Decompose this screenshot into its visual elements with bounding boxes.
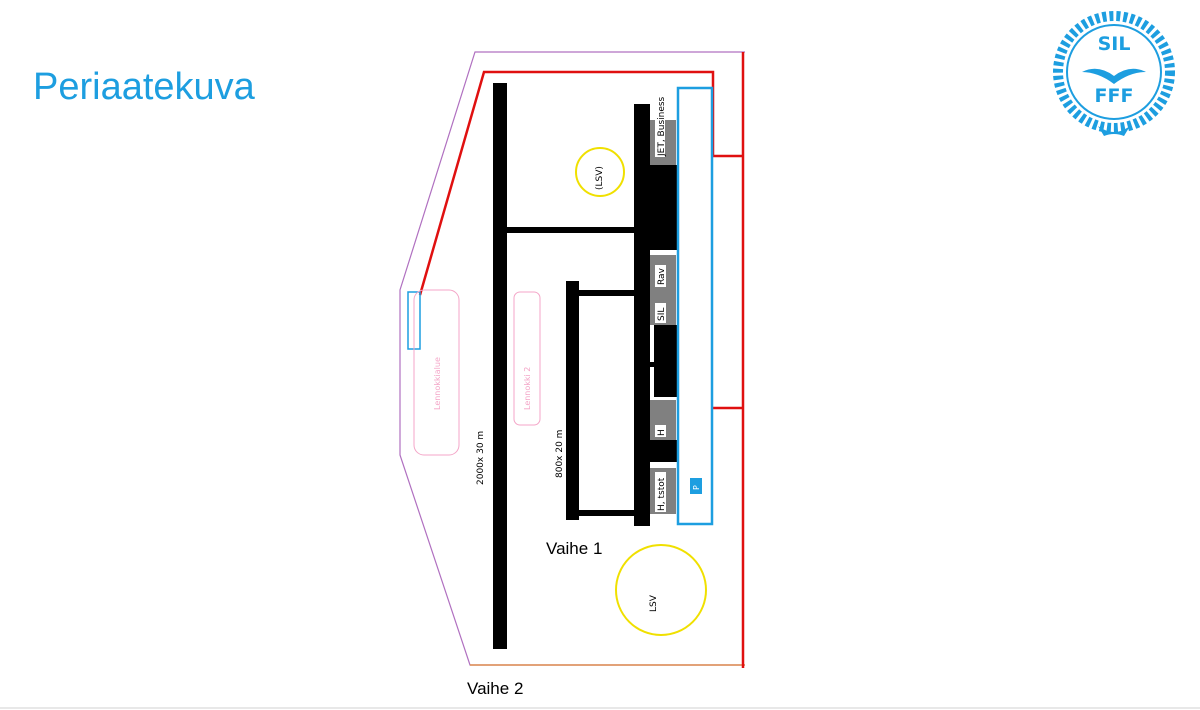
logo-bottom-text: FFF — [1095, 85, 1134, 107]
building-rav-tag — [655, 265, 666, 287]
apron-block-1 — [650, 165, 678, 250]
runway-second — [566, 281, 579, 520]
building-rav-label: Rav — [657, 267, 667, 285]
parking-sign — [690, 478, 702, 494]
taxiway-3 — [579, 510, 635, 516]
bird-icon — [1082, 68, 1146, 84]
phase-2-label: Vaihe 2 — [467, 679, 523, 698]
phase-1-label: Vaihe 1 — [546, 539, 602, 558]
lsv-area-large — [615, 544, 707, 636]
runway-main — [493, 83, 507, 649]
model-area-2-label: Lennokki 2 — [523, 367, 532, 410]
model-area-1 — [413, 289, 460, 456]
taxiway-2 — [579, 290, 635, 296]
building-h-tstot-tag — [655, 472, 666, 512]
slide-title: Periaatekuva — [33, 66, 255, 108]
apron-block-2 — [654, 325, 678, 397]
taxiway-1 — [507, 227, 650, 233]
apron-parking-area — [676, 86, 714, 526]
building-sil-label: SIL — [657, 308, 667, 321]
model-area-1-label: Lennokkialue — [433, 357, 442, 410]
model-area-2 — [513, 291, 541, 426]
apron-connector-2 — [640, 455, 654, 460]
building-sil-tag — [655, 303, 666, 323]
logo-top-text: SIL — [1098, 33, 1131, 55]
apron-connector-1 — [640, 362, 654, 367]
building-h-tstot-label: H, tstot — [657, 477, 667, 511]
laurel-wreath-icon — [1053, 11, 1175, 136]
building-h-label: H — [657, 429, 667, 436]
lsv-area-small — [575, 147, 625, 197]
building-h-tag — [655, 425, 666, 437]
lsv-large-label: LSV — [649, 594, 659, 612]
apron-taxilane — [634, 104, 650, 526]
building-jet-business-tag — [655, 95, 665, 157]
runway-main-label: 2000x 30 m — [476, 431, 486, 485]
lsv-small-label: (LSV) — [595, 166, 605, 190]
apron-block-3 — [650, 440, 678, 462]
sil-fff-logo: SIL FFF — [1053, 11, 1175, 136]
parking-sign-label: P — [692, 485, 701, 490]
building-jet-business-label: JET, Business — [657, 96, 667, 157]
runway-second-label: 800x 20 m — [555, 430, 565, 478]
